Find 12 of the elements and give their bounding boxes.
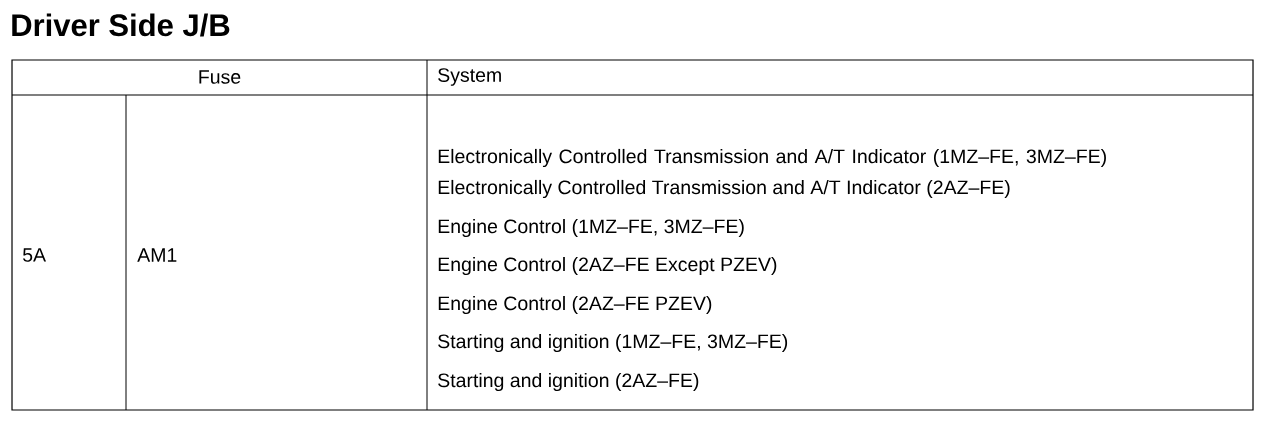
table-header: System — [438, 68, 501, 86]
table-cell: Engine Control (1MZ–FE, 3MZ–FE) — [438, 218, 744, 238]
table-cell: Engine Control (2AZ–FE PZEV) — [438, 295, 712, 315]
table-header: Fuse — [199, 70, 241, 84]
table-cell: Electronically Controlled Transmission and A/T Indicator (2AZ–FE) — [438, 179, 1010, 199]
table-cell: AM1 — [137, 248, 177, 262]
table-cell: Electronically Controlled Transmission and A/T Indicator (1MZ–FE, 3MZ–FE) — [438, 148, 1106, 168]
table-cell: Engine Control (2AZ–FE Except PZEV) — [438, 256, 777, 276]
table-cell: Starting and ignition (2AZ–FE) — [438, 372, 699, 392]
title: Driver Side J/B — [12, 13, 230, 37]
table-cell: 5A — [23, 248, 46, 262]
table-cell: Starting and ignition (1MZ–FE, 3MZ–FE) — [438, 333, 788, 353]
